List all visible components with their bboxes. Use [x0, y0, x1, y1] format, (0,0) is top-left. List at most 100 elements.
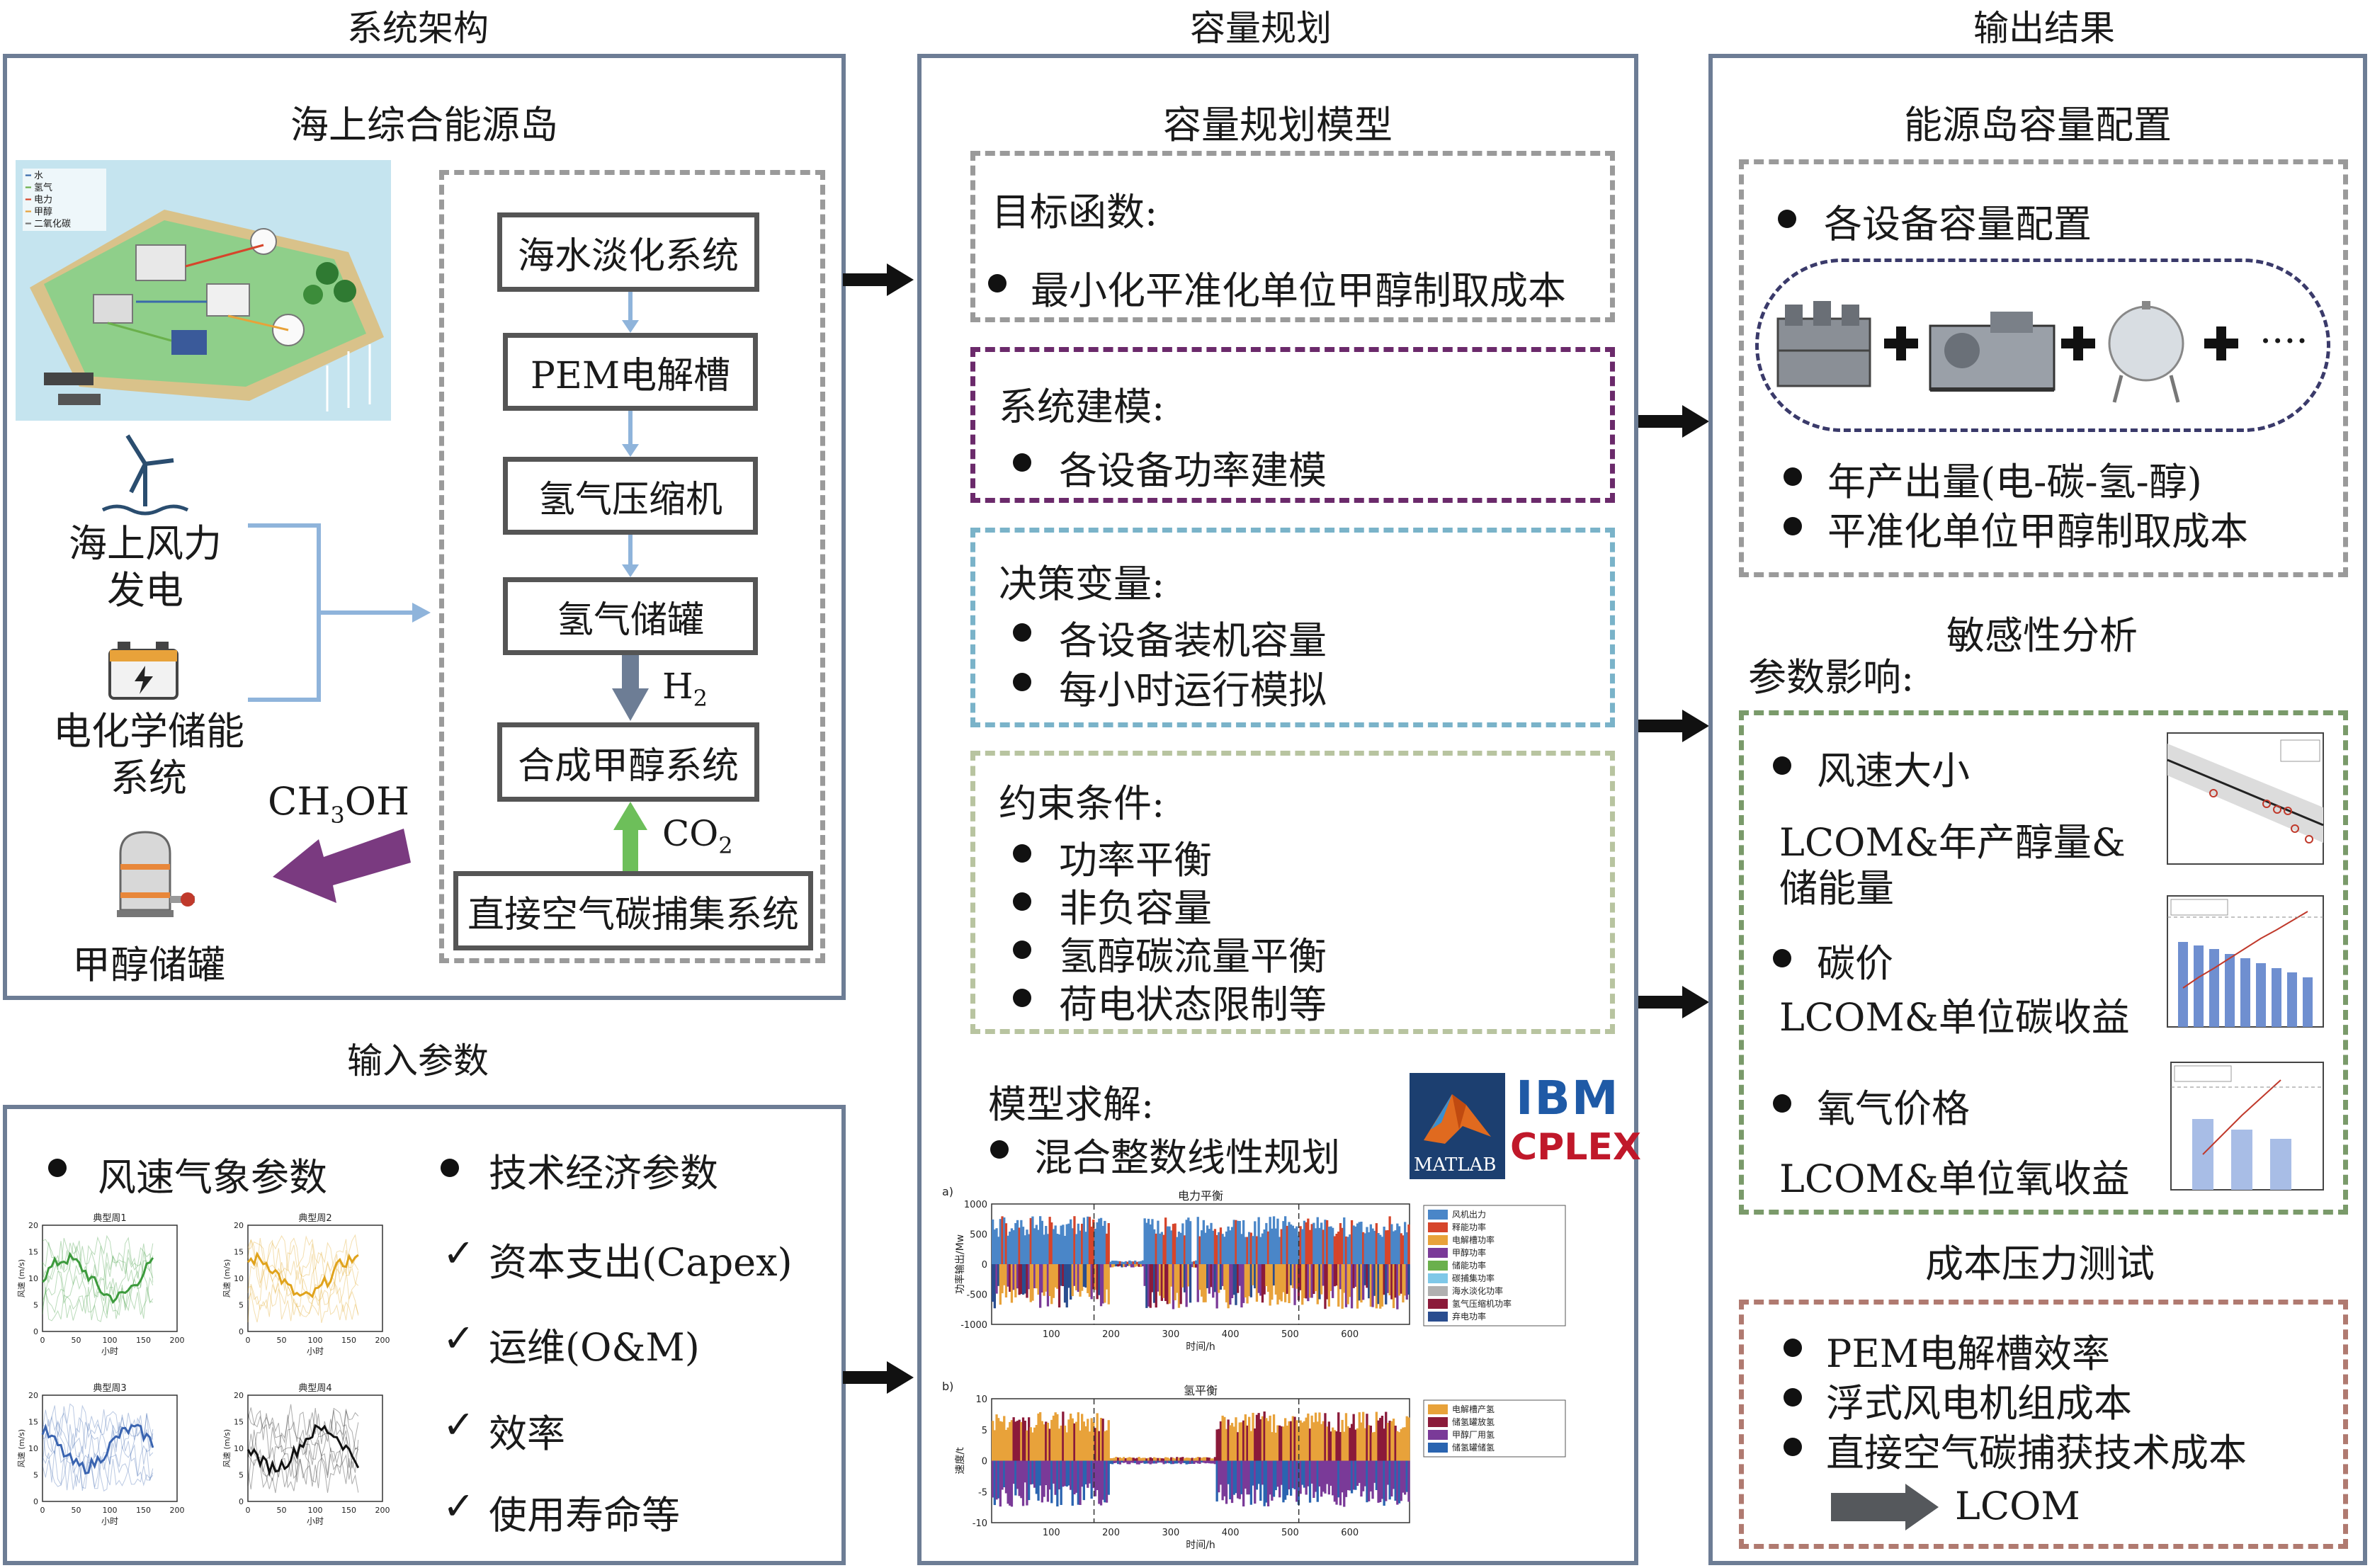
bar-positive [1263, 1229, 1266, 1264]
mini-ytick: 20 [28, 1221, 38, 1230]
bar-positive [1204, 1457, 1207, 1461]
mini-ytick: 20 [28, 1391, 38, 1400]
bar-negative [1176, 1460, 1179, 1464]
bullet [1784, 1388, 1802, 1407]
bar-positive [1322, 1421, 1325, 1461]
bar-negative [1310, 1264, 1313, 1298]
bar-negative [1071, 1460, 1074, 1506]
bar-positive [1041, 1421, 1043, 1461]
bar-positive [1140, 1458, 1143, 1461]
bar-negative [1363, 1264, 1366, 1285]
bar-negative [1240, 1264, 1243, 1308]
column-title-output: 输出结果 [1973, 8, 2115, 49]
bar-negative [1010, 1460, 1014, 1507]
bar-positive [1090, 1227, 1093, 1264]
bar-positive [1318, 1412, 1321, 1461]
bar-positive [1255, 1236, 1259, 1264]
bar-negative [1191, 1264, 1193, 1268]
config-item: 各设备容量配置 [1824, 202, 2092, 246]
bar-positive [1360, 1422, 1363, 1461]
bar-negative [1215, 1264, 1218, 1309]
mini-ylabel: 风速 (m/s) [17, 1429, 26, 1467]
wind-power-label: 海上风力 发电 [69, 521, 222, 613]
bar-positive [1009, 1232, 1011, 1264]
bar-positive [1293, 1228, 1296, 1264]
bar-negative [1060, 1264, 1062, 1286]
bar-negative [1177, 1460, 1181, 1463]
bar-positive [1392, 1231, 1395, 1264]
bar-negative [1082, 1264, 1085, 1287]
bar-negative [1373, 1264, 1376, 1296]
bar-positive [1352, 1225, 1355, 1264]
bar-positive [997, 1418, 1000, 1461]
bar-negative [1050, 1460, 1053, 1504]
mini-series-mean [246, 1251, 359, 1299]
bar-positive [1098, 1218, 1101, 1264]
legend-label: 海水淡化功率 [1452, 1285, 1503, 1296]
bar-negative [1356, 1460, 1359, 1486]
bar-positive [1346, 1426, 1349, 1461]
bar-positive [1404, 1222, 1407, 1264]
bar-positive [1096, 1222, 1099, 1264]
mini-series-sample [247, 1409, 359, 1489]
bar-negative [1181, 1264, 1184, 1288]
bar-positive [1337, 1232, 1340, 1264]
bar-positive [1202, 1457, 1205, 1461]
bar-negative [1261, 1264, 1264, 1303]
bar-positive [1195, 1260, 1198, 1264]
chain-arrows [612, 292, 649, 871]
equipment-icons [1776, 301, 2238, 403]
bar-positive [1276, 1425, 1279, 1461]
legend-swatch [1428, 1404, 1448, 1414]
bar-positive [1227, 1419, 1230, 1461]
bar-positive [1219, 1227, 1223, 1264]
chain-pem-label: PEM电解槽 [530, 354, 731, 397]
bar-negative [1071, 1264, 1074, 1297]
mini-ylabel: 风速 (m/s) [222, 1259, 232, 1297]
bar-positive [1172, 1458, 1175, 1461]
bar-positive [1369, 1426, 1372, 1461]
bar-negative [1308, 1460, 1312, 1503]
bar-positive [1104, 1431, 1106, 1461]
bar-negative [1155, 1264, 1157, 1308]
mini-ytick: 0 [239, 1327, 244, 1336]
constraint-box [970, 751, 1615, 1034]
bar-positive [1052, 1415, 1055, 1461]
bar-negative [1149, 1460, 1152, 1465]
sens-wind-name: 风速大小 [1817, 749, 1970, 793]
bar-positive [1356, 1223, 1359, 1264]
bar-negative [1081, 1460, 1084, 1487]
bar-positive [1221, 1415, 1224, 1461]
bar-negative [1366, 1460, 1368, 1503]
bar-positive [1225, 1231, 1228, 1264]
bar-positive [1147, 1218, 1150, 1264]
bullet [1013, 673, 1031, 691]
bar-negative [1195, 1460, 1198, 1463]
bar-negative [1369, 1264, 1372, 1307]
bar-negative [1392, 1460, 1395, 1489]
stress-result-arrow [1831, 1484, 1939, 1530]
bar-negative [1278, 1264, 1281, 1300]
mini-series-sample [42, 1404, 154, 1485]
bar-negative [1099, 1460, 1103, 1506]
bar-positive [1166, 1226, 1169, 1264]
bar-positive [1366, 1414, 1368, 1461]
ytick: -10 [973, 1518, 987, 1529]
bar-positive [1339, 1223, 1342, 1264]
bar-negative [1033, 1460, 1036, 1488]
bar-positive [1132, 1458, 1135, 1461]
bar-negative [1252, 1264, 1254, 1285]
bar-positive [1041, 1220, 1043, 1264]
bar-negative [1282, 1460, 1285, 1503]
bar-negative [1324, 1264, 1327, 1309]
bar-negative [1212, 1264, 1215, 1298]
bar-negative [1212, 1460, 1215, 1464]
stress-title: 成本压力测试 [1925, 1242, 2155, 1286]
bar-positive [1181, 1223, 1184, 1264]
bar-negative [1265, 1460, 1268, 1503]
bar-negative [1105, 1264, 1109, 1290]
bar-positive [1346, 1237, 1349, 1264]
